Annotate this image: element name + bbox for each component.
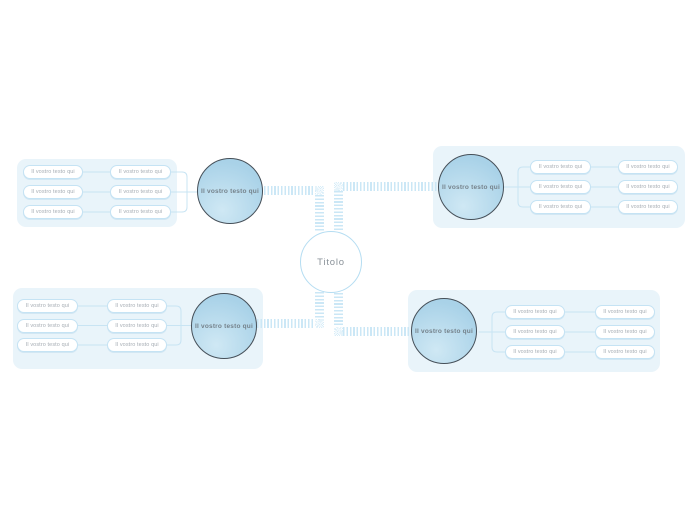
branch-node-top-left[interactable]: Il vostro testo qui <box>197 158 263 224</box>
branch-node-top-right[interactable]: Il vostro testo qui <box>438 154 504 220</box>
connector-band-bottom-right-horizontal <box>343 327 410 336</box>
subtopic-node[interactable]: Il vostro testo qui <box>530 200 591 214</box>
subtopic-node[interactable]: Il vostro testo qui <box>107 318 167 333</box>
central-topic-label: Titolo <box>317 256 345 268</box>
branch-label: Il vostro testo qui <box>442 183 500 191</box>
subtopic-label: Il vostro testo qui <box>115 342 159 348</box>
connector-bend-bottom-right <box>334 327 343 336</box>
subtopic-node[interactable]: Il vostro testo qui <box>530 160 591 174</box>
subtopic-label: Il vostro testo qui <box>538 164 583 170</box>
subtopic-label: Il vostro testo qui <box>118 209 163 215</box>
connector-band-bottom-right-vertical <box>334 293 343 327</box>
connector-band-top-left-vertical <box>315 195 324 232</box>
subtopic-node[interactable]: Il vostro testo qui <box>107 299 167 313</box>
connector-band-top-left-horizontal <box>264 186 315 195</box>
subtopic-label: Il vostro testo qui <box>603 349 647 355</box>
subtopic-label: Il vostro testo qui <box>25 303 70 309</box>
subtopic-node[interactable]: Il vostro testo qui <box>505 305 565 319</box>
subtopic-node[interactable]: Il vostro testo qui <box>23 165 83 179</box>
branch-node-bottom-left[interactable]: Il vostro testo qui <box>191 293 257 359</box>
subtopic-label: Il vostro testo qui <box>538 204 583 210</box>
subtopic-label: Il vostro testo qui <box>31 169 75 175</box>
subtopic-label: Il vostro testo qui <box>31 209 75 215</box>
subtopic-node[interactable]: Il vostro testo qui <box>505 325 565 339</box>
connector-bend-top-left <box>315 186 324 195</box>
connector-band-top-right-vertical <box>334 191 343 231</box>
subtopic-node[interactable]: Il vostro testo qui <box>110 205 171 219</box>
subtopic-node[interactable]: Il vostro testo qui <box>110 165 171 179</box>
branch-label: Il vostro testo qui <box>415 327 473 335</box>
subtopic-node[interactable]: Il vostro testo qui <box>23 185 83 199</box>
subtopic-node[interactable]: Il vostro testo qui <box>595 325 655 339</box>
subtopic-node[interactable]: Il vostro testo qui <box>23 205 83 219</box>
subtopic-node[interactable]: Il vostro testo qui <box>595 345 655 359</box>
subtopic-label: Il vostro testo qui <box>115 303 159 309</box>
subtopic-label: Il vostro testo qui <box>513 309 557 315</box>
subtopic-node[interactable]: Il vostro testo qui <box>595 305 655 319</box>
subtopic-label: Il vostro testo qui <box>31 189 75 195</box>
subtopic-label: Il vostro testo qui <box>513 349 557 355</box>
subtopic-label: Il vostro testo qui <box>538 184 583 190</box>
subtopic-label: Il vostro testo qui <box>25 322 70 329</box>
subtopic-label: Il vostro testo qui <box>603 329 647 335</box>
branch-node-bottom-right[interactable]: Il vostro testo qui <box>411 298 477 364</box>
connector-band-top-right-horizontal <box>343 182 438 191</box>
subtopic-label: Il vostro testo qui <box>626 164 670 170</box>
subtopic-node[interactable]: Il vostro testo qui <box>17 299 78 313</box>
subtopic-label: Il vostro testo qui <box>626 184 670 190</box>
subtopic-label: Il vostro testo qui <box>25 342 70 348</box>
subtopic-node[interactable]: Il vostro testo qui <box>618 160 678 174</box>
connector-bend-bottom-left <box>315 319 324 328</box>
subtopic-node[interactable]: Il vostro testo qui <box>17 338 78 352</box>
central-topic-node[interactable]: Titolo <box>300 231 362 293</box>
connector-band-bottom-left-horizontal <box>257 319 315 328</box>
subtopic-node[interactable]: Il vostro testo qui <box>618 180 678 194</box>
subtopic-label: Il vostro testo qui <box>626 204 670 210</box>
subtopic-node[interactable]: Il vostro testo qui <box>618 200 678 214</box>
subtopic-label: Il vostro testo qui <box>118 189 163 195</box>
subtopic-node[interactable]: Il vostro testo qui <box>110 185 171 199</box>
subtopic-node[interactable]: Il vostro testo qui <box>17 318 78 333</box>
subtopic-label: Il vostro testo qui <box>118 169 163 175</box>
subtopic-label: Il vostro testo qui <box>603 309 647 315</box>
connector-band-bottom-left-vertical <box>315 292 324 319</box>
branch-label: Il vostro testo qui <box>201 187 259 195</box>
subtopic-node[interactable]: Il vostro testo qui <box>505 345 565 359</box>
subtopic-node[interactable]: Il vostro testo qui <box>107 338 167 352</box>
connector-bend-top-right <box>334 182 343 191</box>
subtopic-label: Il vostro testo qui <box>115 322 159 329</box>
branch-label: Il vostro testo qui <box>195 322 253 330</box>
subtopic-label: Il vostro testo qui <box>513 329 557 335</box>
subtopic-node[interactable]: Il vostro testo qui <box>530 180 591 194</box>
